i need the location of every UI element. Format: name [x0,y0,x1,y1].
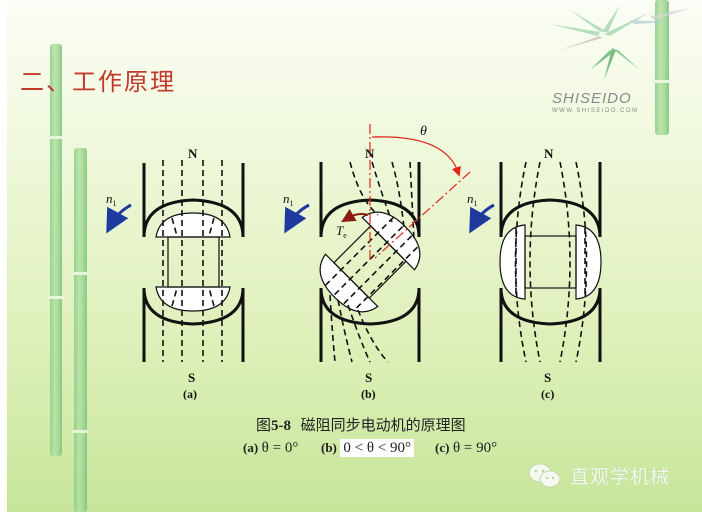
south-pole-label-c: S [544,370,551,385]
panel-label-b: (b) [361,387,376,401]
caption-prefix: 图 [256,416,272,434]
caption-number: 5-8 [271,418,292,434]
slide-edge [0,0,7,512]
bamboo-stalk-topright [653,0,671,135]
svg-text:n1: n1 [283,191,294,208]
brand-logo: SHISEIDO WWW.SHISEIDO.COM [552,90,639,114]
slide-title: 二、工作原理 [20,68,176,96]
subcaption-b: (b) 0 < θ < 90° [321,439,414,457]
figure-caption: 图5-8 磁阻同步电动机的原理图 [256,414,466,435]
svg-text:n1: n1 [106,191,117,208]
wechat-watermark: 直观学机械 [528,462,670,489]
brand-url: WWW.SHISEIDO.COM [552,108,639,114]
bamboo-stalk-right [72,148,89,512]
watermark-text: 直观学机械 [570,466,671,488]
bamboo-leaves-decoration [550,5,690,80]
subcaption-a: (a) θ = 0° [243,440,298,457]
panel-c: N S (c) n1 [467,146,602,401]
south-pole-label-b: S [365,370,372,385]
subcaption-a-label: (a) [243,440,259,455]
svg-text:n1: n1 [467,191,478,208]
panel-label-c: (c) [541,387,554,401]
subcaption-c-equation: θ = 90° [452,440,498,456]
speed-label-b: n [283,191,290,206]
angle-arc [374,136,461,177]
brand-name: SHISEIDO [552,90,632,107]
panel-a: N S (a) n1 [106,146,245,401]
rotation-arrow-c [469,203,495,234]
speed-label-a: n [106,191,113,206]
south-pole-label-a: S [188,370,195,385]
rotation-arrow-a [106,203,132,234]
torque-arrow [341,208,369,223]
subcaption-b-equation: 0 < θ < 90° [340,439,414,457]
north-pole-label-a: N [188,146,198,161]
rotation-arrow-b [284,203,310,234]
bamboo-stalk-left [48,44,64,456]
north-pole-label-b: N [365,146,375,161]
panel-label-a: (a) [183,387,197,401]
angle-label: θ [420,124,427,139]
svg-text:Te: Te [336,223,347,240]
subcaption-b-label: (b) [321,440,337,455]
torque-label: T [336,223,344,238]
caption-text: 磁阻同步电动机的原理图 [300,416,466,434]
subcaption-c-label: (c) [435,440,450,455]
panel-b: θ Te N S (b) n1 [283,124,471,401]
subcaption-c: (c) θ = 90° [435,440,497,457]
wechat-icon [528,463,561,487]
north-pole-label-c: N [544,146,554,161]
speed-label-c: n [467,191,474,206]
subcaption-a-equation: θ = 0° [261,440,299,456]
